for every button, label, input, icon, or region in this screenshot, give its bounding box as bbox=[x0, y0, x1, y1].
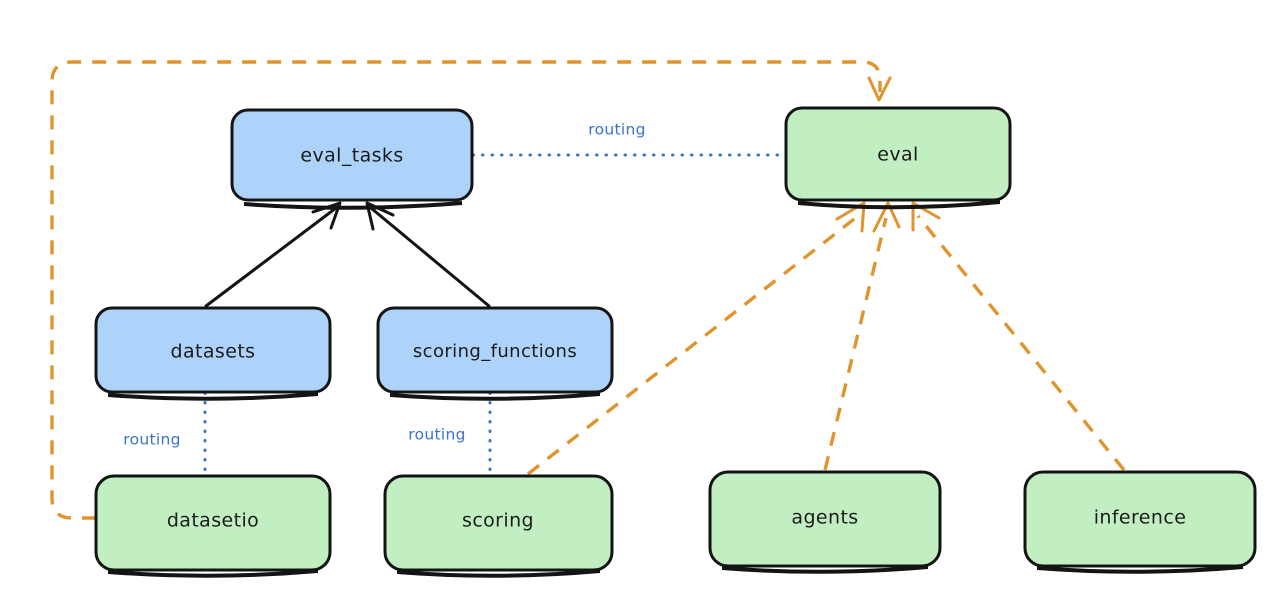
node-scoring-label: scoring bbox=[462, 510, 534, 532]
node-agents-label: agents bbox=[791, 507, 858, 529]
edge-datasetio-to-eval bbox=[50, 60, 892, 520]
edge-label-routing-eval-tasks-eval: routing bbox=[588, 121, 646, 139]
edge-scoring-functions-to-eval-tasks-arrowhead bbox=[365, 201, 395, 231]
node-datasets-shadow bbox=[108, 392, 318, 401]
node-datasets-body[interactable] bbox=[94, 306, 332, 394]
node-agents[interactable]: agents bbox=[708, 470, 942, 574]
node-eval-tasks-shadow bbox=[244, 201, 462, 210]
node-eval-shadow bbox=[798, 200, 1000, 210]
edge-inference-to-eval-path bbox=[916, 214, 1126, 472]
edge-datasetio-to-eval-arrowhead bbox=[867, 76, 892, 102]
node-datasetio-body[interactable] bbox=[94, 474, 332, 572]
edge-scoring-functions-to-eval-tasks-path bbox=[369, 206, 491, 308]
edge-datasets-to-eval-tasks-path bbox=[204, 206, 338, 308]
edge-label-routing-datasets-datasetio: routing bbox=[123, 431, 181, 449]
node-eval-tasks-label: eval_tasks bbox=[300, 145, 403, 167]
node-layer: eval_tasks eval datasets scoring_functio… bbox=[94, 106, 1257, 578]
node-scoring-shadow bbox=[397, 569, 600, 578]
node-eval[interactable]: eval bbox=[784, 106, 1012, 210]
node-agents-shadow bbox=[722, 565, 928, 574]
node-datasets[interactable]: datasets bbox=[94, 306, 332, 401]
edge-label-routing-scoring-functions-scoring: routing bbox=[408, 426, 466, 444]
edge-inference-to-eval-arrowhead bbox=[911, 201, 941, 232]
node-scoring-functions[interactable]: scoring_functions bbox=[376, 306, 614, 401]
edge-layer bbox=[50, 60, 1126, 520]
node-scoring-functions-shadow bbox=[390, 392, 600, 401]
edge-label-layer: routing routing routing bbox=[123, 121, 646, 449]
node-scoring-functions-body[interactable] bbox=[376, 306, 614, 394]
edge-scoring-to-eval bbox=[526, 201, 866, 476]
edge-inference-to-eval bbox=[911, 201, 1126, 472]
edge-agents-to-eval-arrowhead bbox=[872, 201, 901, 233]
node-inference-shadow bbox=[1037, 565, 1243, 574]
edge-scoring-functions-to-eval-tasks bbox=[365, 201, 491, 308]
node-eval-tasks[interactable]: eval_tasks bbox=[230, 108, 474, 210]
node-scoring-body[interactable] bbox=[383, 474, 614, 572]
edge-agents-to-eval-path bbox=[823, 217, 888, 471]
node-datasetio[interactable]: datasetio bbox=[94, 474, 332, 578]
node-eval-label: eval bbox=[877, 144, 918, 166]
node-inference-label: inference bbox=[1094, 507, 1187, 529]
node-eval-tasks-body[interactable] bbox=[230, 108, 474, 202]
edge-datasets-to-eval-tasks bbox=[204, 201, 342, 308]
node-agents-body[interactable] bbox=[708, 470, 942, 568]
edge-agents-to-eval bbox=[823, 201, 901, 471]
edge-scoring-to-eval-path bbox=[526, 214, 860, 476]
node-scoring-functions-label: scoring_functions bbox=[413, 341, 577, 362]
node-datasets-label: datasets bbox=[171, 341, 256, 363]
node-inference[interactable]: inference bbox=[1023, 470, 1257, 574]
edge-datasetio-to-eval-path bbox=[50, 60, 882, 520]
node-eval-body[interactable] bbox=[784, 106, 1012, 202]
edge-scoring-to-eval-arrowhead bbox=[835, 201, 866, 233]
node-inference-body[interactable] bbox=[1023, 470, 1257, 568]
node-datasetio-shadow bbox=[108, 569, 318, 578]
node-datasetio-label: datasetio bbox=[167, 510, 259, 532]
node-scoring[interactable]: scoring bbox=[383, 474, 614, 578]
